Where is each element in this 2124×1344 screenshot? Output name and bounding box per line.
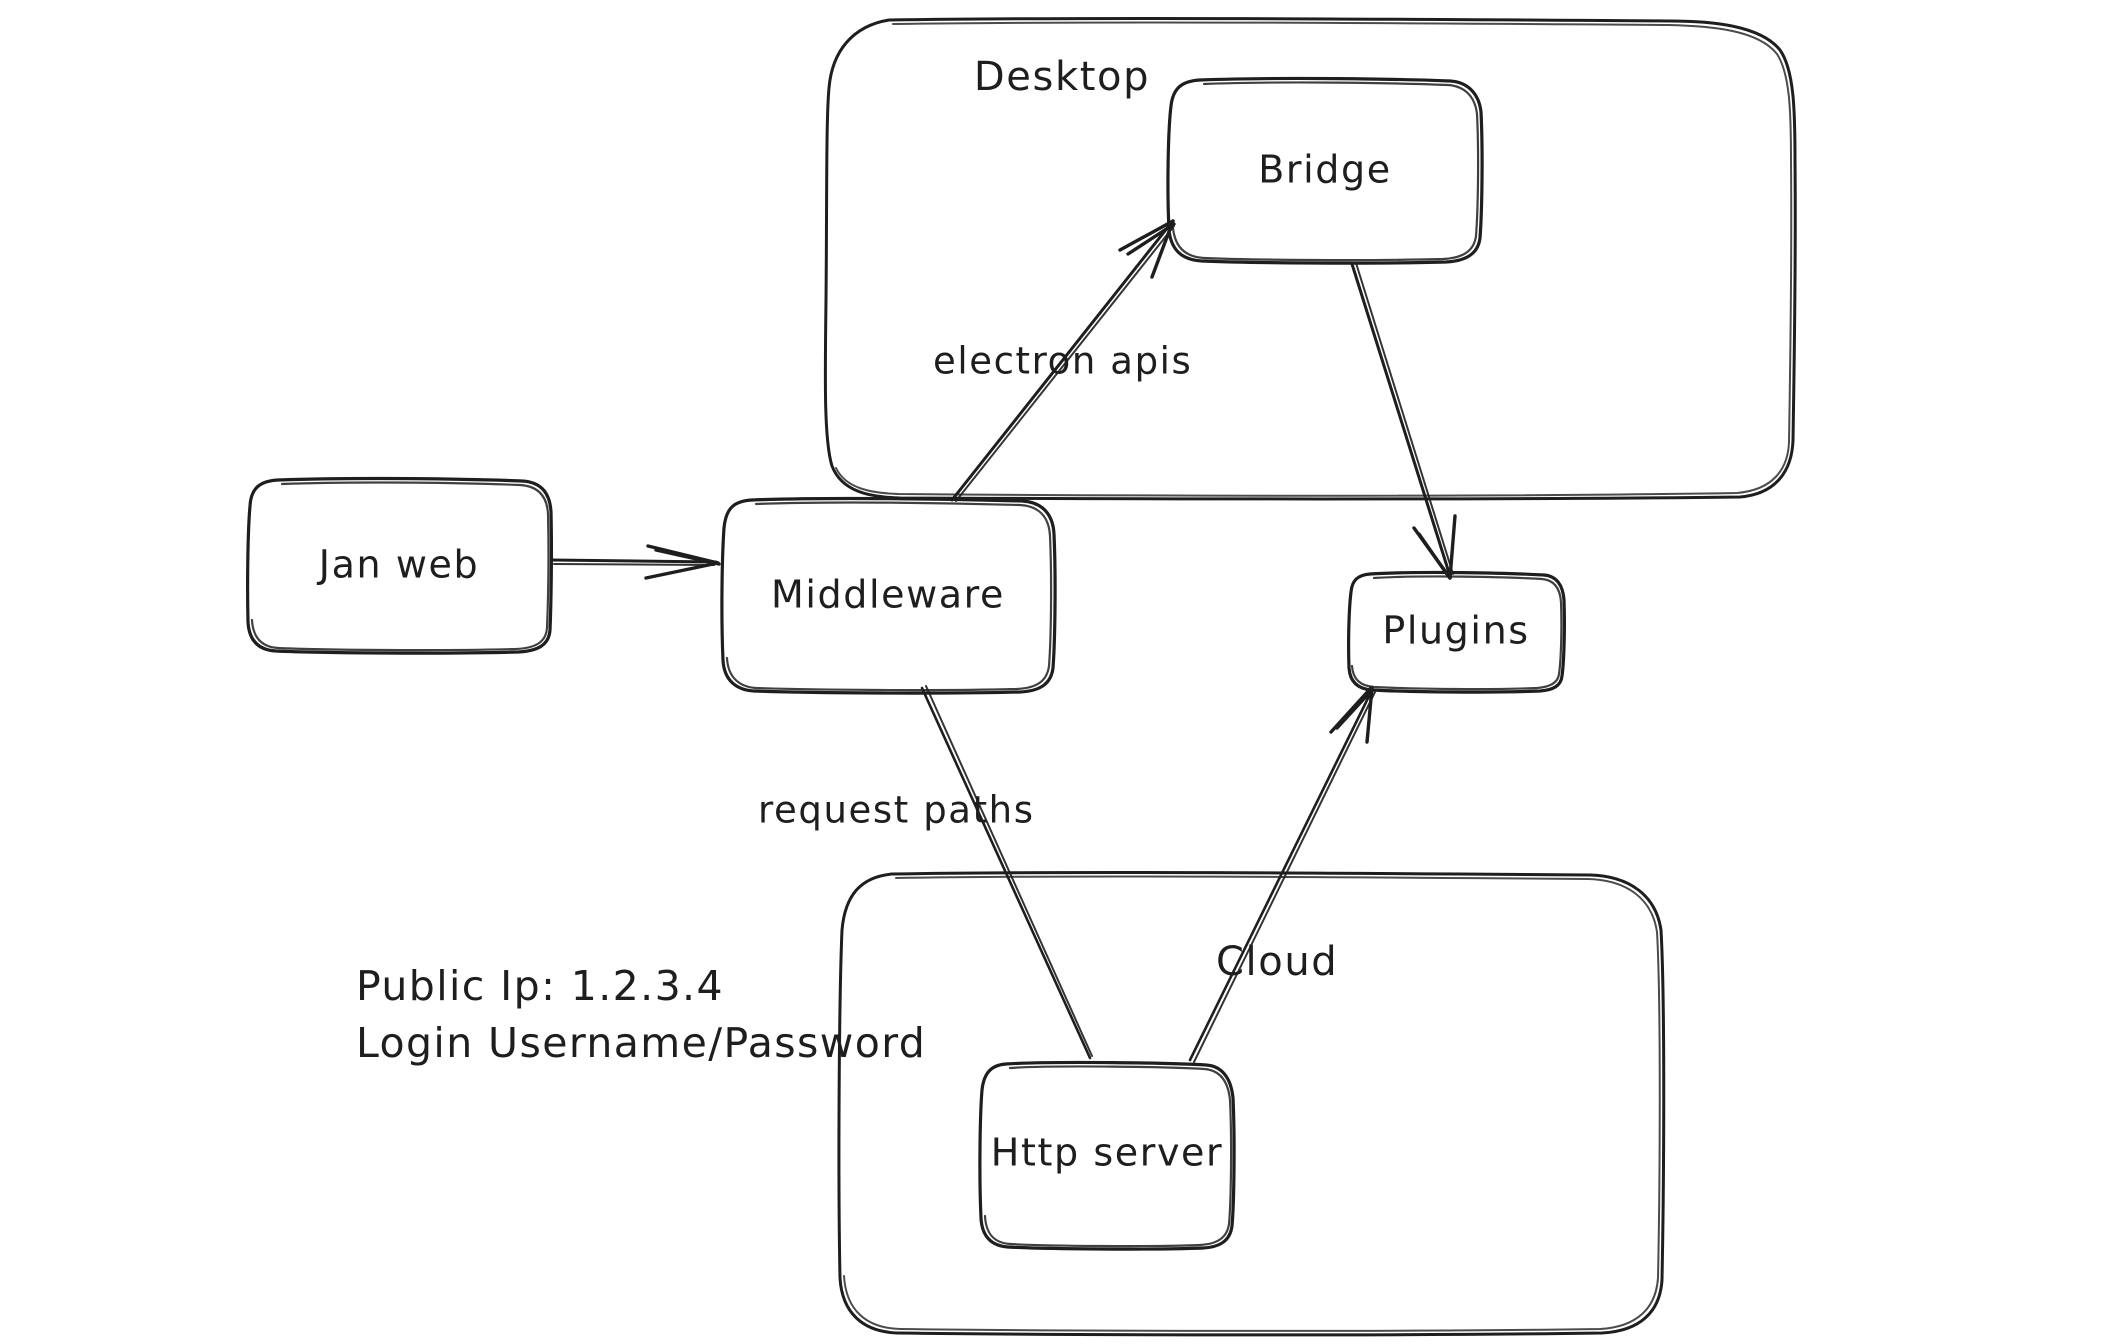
node-label-middleware: Middleware xyxy=(771,573,1005,617)
note-login-credentials: Login Username/Password xyxy=(356,1019,926,1067)
edge-http-server-to-plugins[interactable] xyxy=(1188,686,1376,1063)
edge-middleware-to-bridge[interactable]: electron apis xyxy=(933,219,1192,502)
node-label-bridge: Bridge xyxy=(1258,148,1391,192)
node-label-jan-web: Jan web xyxy=(317,543,479,587)
container-cloud[interactable]: Cloud xyxy=(837,870,1666,1337)
node-bridge[interactable]: Bridge xyxy=(1166,76,1484,265)
container-desktop[interactable]: Desktop xyxy=(823,16,1797,501)
edge-middleware-to-http-server[interactable]: request paths xyxy=(758,685,1093,1060)
edge-label-electron-apis: electron apis xyxy=(933,340,1192,383)
node-label-http-server: Http server xyxy=(991,1131,1223,1175)
node-middleware[interactable]: Middleware xyxy=(720,496,1057,695)
edge-jan-web-to-middleware[interactable] xyxy=(550,544,721,580)
node-jan-web[interactable]: Jan web xyxy=(246,476,554,655)
edge-label-request-paths: request paths xyxy=(758,789,1035,832)
node-plugins[interactable]: Plugins xyxy=(1347,570,1566,694)
container-label-desktop: Desktop xyxy=(974,54,1150,100)
node-http-server[interactable]: Http server xyxy=(978,1060,1236,1251)
edge-bridge-to-plugins[interactable] xyxy=(1350,262,1457,580)
note-block: Public Ip: 1.2.3.4 Login Username/Passwo… xyxy=(356,962,926,1067)
node-label-plugins: Plugins xyxy=(1382,609,1529,653)
note-public-ip: Public Ip: 1.2.3.4 xyxy=(356,962,724,1010)
